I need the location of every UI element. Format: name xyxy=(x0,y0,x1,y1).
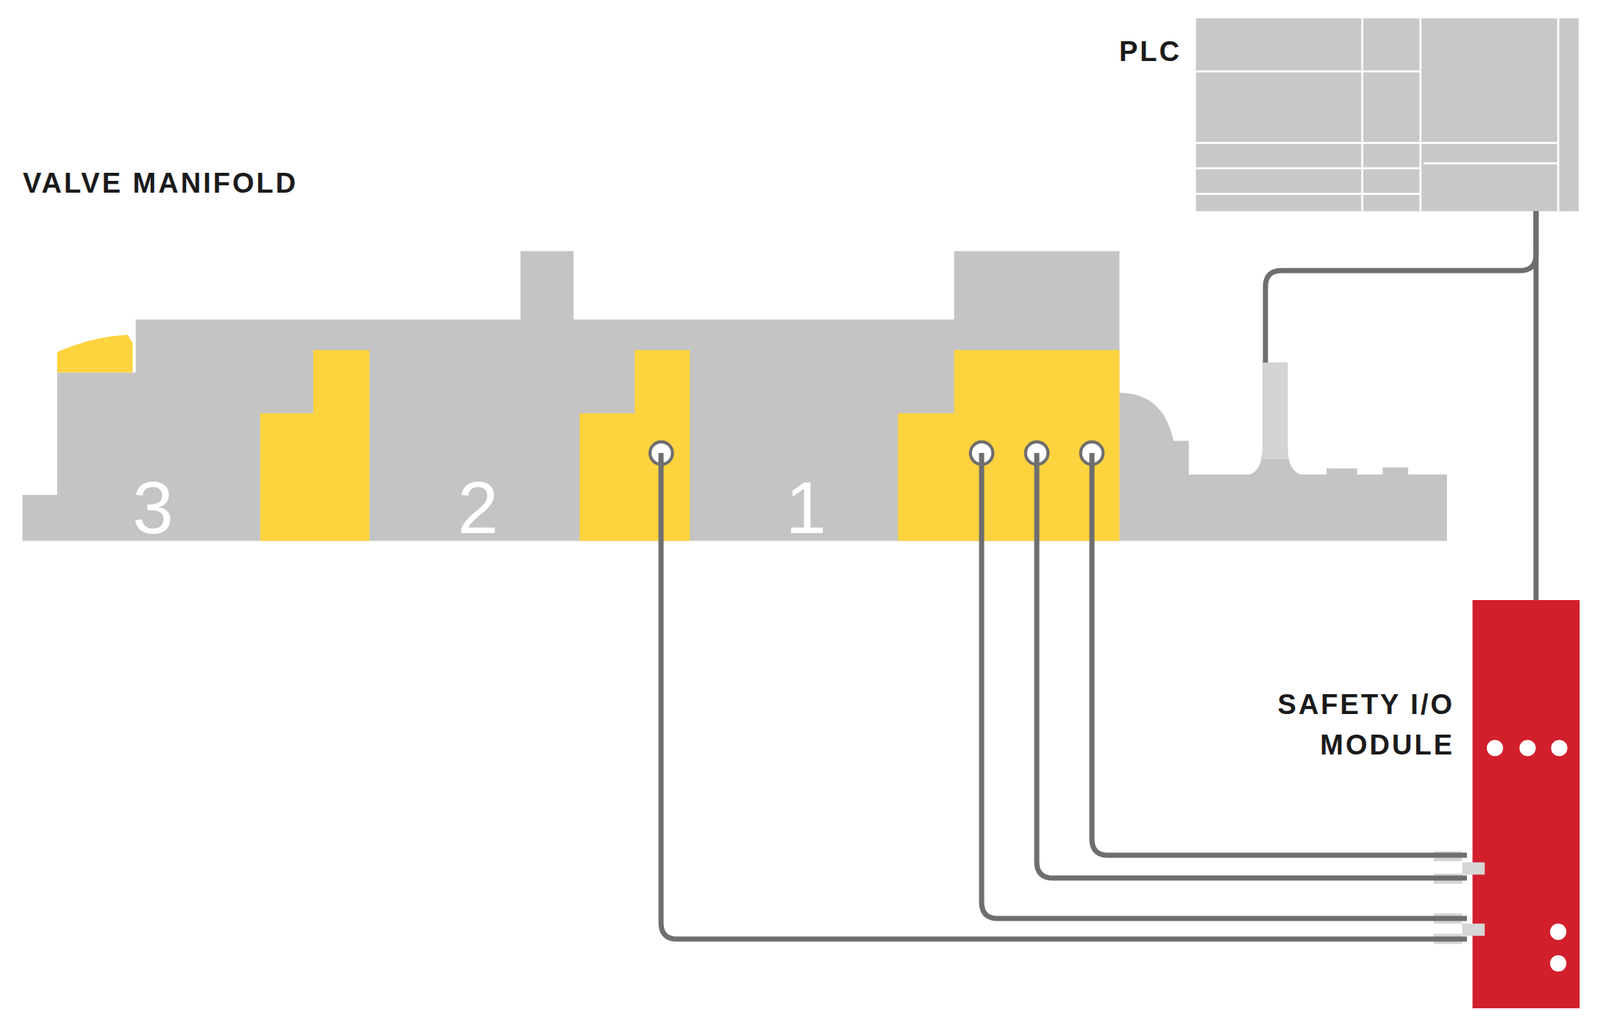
segment-number-holder: 3 xyxy=(108,470,198,545)
led xyxy=(1550,739,1567,756)
heading-label: PLC xyxy=(1115,31,1182,73)
plc-grid-line xyxy=(1361,18,1364,212)
plc-grid-line xyxy=(1557,18,1560,212)
plc-grid-line xyxy=(1419,18,1422,212)
cable xyxy=(1091,452,1467,856)
plc-grid-line xyxy=(1423,162,1559,165)
cable xyxy=(1533,211,1539,600)
led xyxy=(1550,955,1567,972)
cable xyxy=(981,452,1467,919)
cable xyxy=(1265,211,1537,363)
module-ports xyxy=(1433,850,1485,944)
plc-body xyxy=(1196,18,1579,212)
heading-label: VALVE MANIFOLD xyxy=(22,163,464,204)
fitting xyxy=(1262,362,1289,460)
port xyxy=(1462,923,1486,937)
plc-grid-line xyxy=(1196,192,1421,195)
cable xyxy=(661,452,1467,939)
safety-io-module: SAFETY I/O MODULE xyxy=(1472,600,1580,1009)
manifold-end-cap xyxy=(57,334,134,373)
valve-manifold: VALVE MANIFOLD xyxy=(22,319,1448,542)
plc-grid-line xyxy=(1196,167,1421,170)
led xyxy=(1486,739,1503,756)
port xyxy=(1462,862,1486,875)
module-body xyxy=(1472,600,1581,1009)
plc-grid-line xyxy=(1196,141,1559,145)
module-leds xyxy=(1486,739,1568,972)
valve-segment xyxy=(260,350,370,542)
heading-label: SAFETY I/O MODULE xyxy=(1248,684,1455,766)
plc-grid-line xyxy=(1196,70,1421,73)
segment-number: 1 xyxy=(761,470,850,545)
plc: PLC xyxy=(1196,18,1579,212)
segment-number-holder: 1 xyxy=(761,470,850,545)
cable xyxy=(1036,452,1467,878)
segment-number: 3 xyxy=(108,470,198,545)
led xyxy=(1550,923,1567,940)
segment-number-holder: 2 xyxy=(433,470,523,545)
valve-segment xyxy=(897,350,1120,542)
plc-grid xyxy=(1196,18,1559,212)
manifold-body xyxy=(22,250,1120,541)
led xyxy=(1519,739,1536,756)
valve-segment xyxy=(579,350,690,542)
segment-number: 2 xyxy=(433,470,523,545)
